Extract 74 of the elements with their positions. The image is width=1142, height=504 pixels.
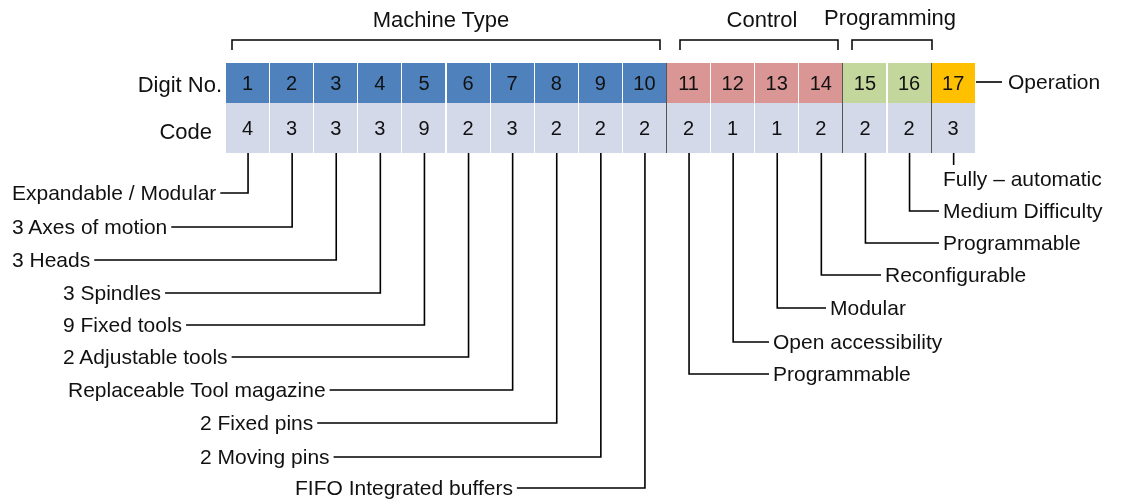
group-heading: Programming	[824, 5, 956, 31]
row-heading: Digit No.	[137, 72, 222, 98]
leader-line	[93, 152, 338, 261]
digit-cell: 15	[843, 63, 888, 103]
digit-cell: 5	[402, 63, 447, 103]
description-label: Fully – automatic	[943, 167, 1102, 191]
digit-cell: 12	[711, 63, 756, 103]
leader-line	[230, 152, 470, 358]
leader-line	[516, 152, 646, 489]
description-label: 3 Spindles	[63, 281, 162, 305]
code-cell: 9	[402, 103, 447, 153]
digit-cell: 7	[490, 63, 535, 103]
code-cell: 2	[578, 103, 623, 153]
leader-line	[185, 152, 426, 326]
description-label: 3 Axes of motion	[12, 215, 168, 239]
description-label: 3 Heads	[12, 248, 91, 272]
description-label: Programmable	[773, 362, 911, 386]
digit-cell: 9	[578, 63, 623, 103]
group-heading: Control	[726, 7, 798, 33]
digit-cell: 13	[755, 63, 800, 103]
description-label: 9 Fixed tools	[63, 313, 183, 337]
digit-cell: 14	[799, 63, 844, 103]
code-cell: 3	[490, 103, 535, 153]
leader-line	[219, 152, 249, 194]
code-cell: 2	[887, 103, 932, 153]
leader-line	[974, 81, 1003, 83]
description-label: Reconfigurable	[885, 263, 1027, 287]
code-cell: 2	[667, 103, 712, 153]
code-cell: 2	[622, 103, 667, 153]
code-cell: 2	[843, 103, 888, 153]
description-label: Modular	[830, 296, 906, 320]
digit-cell: 3	[314, 63, 359, 103]
leader-line	[864, 152, 940, 244]
digit-cell: 17	[931, 63, 976, 103]
digit-cell: 16	[887, 63, 932, 103]
code-cell: 3	[314, 103, 359, 153]
description-label: Open accessibility	[773, 330, 943, 354]
code-cell: 2	[534, 103, 579, 153]
leader-line	[908, 152, 940, 212]
digit-cell: 6	[446, 63, 491, 103]
group-heading: Machine Type	[372, 7, 510, 33]
description-label: Medium Difficulty	[943, 199, 1103, 223]
digit-cell: 11	[667, 63, 712, 103]
leader-line	[328, 152, 514, 391]
row-heading: Code	[159, 119, 212, 145]
code-cell: 4	[226, 103, 271, 153]
leader-line	[316, 152, 558, 424]
digit-cell: 10	[622, 63, 667, 103]
code-cell: 2	[446, 103, 491, 153]
code-cell: 3	[931, 103, 976, 153]
digit-cell: 2	[270, 63, 315, 103]
code-cell: 2	[799, 103, 844, 153]
leader-line	[170, 152, 293, 228]
digit-cell: 1	[226, 63, 271, 103]
code-cell: 1	[711, 103, 756, 153]
description-label: Operation	[1008, 70, 1101, 94]
description-label: 2 Moving pins	[200, 445, 330, 469]
leader-line	[776, 152, 827, 309]
leader-line	[820, 152, 882, 276]
description-label: Programmable	[943, 231, 1081, 255]
description-label: Replaceable Tool magazine	[68, 378, 326, 402]
leader-line	[688, 152, 770, 375]
leader-line	[332, 152, 602, 458]
digit-cell: 4	[358, 63, 403, 103]
digit-cell: 8	[534, 63, 579, 103]
code-cell: 1	[755, 103, 800, 153]
leader-line	[164, 152, 382, 294]
description-label: 2 Adjustable tools	[63, 345, 228, 369]
description-label: 2 Fixed pins	[200, 411, 314, 435]
code-cell: 3	[270, 103, 315, 153]
code-cell: 3	[358, 103, 403, 153]
description-label: FIFO Integrated buffers	[295, 476, 513, 500]
description-label: Expandable / Modular	[12, 181, 217, 205]
leader-line	[732, 152, 770, 343]
